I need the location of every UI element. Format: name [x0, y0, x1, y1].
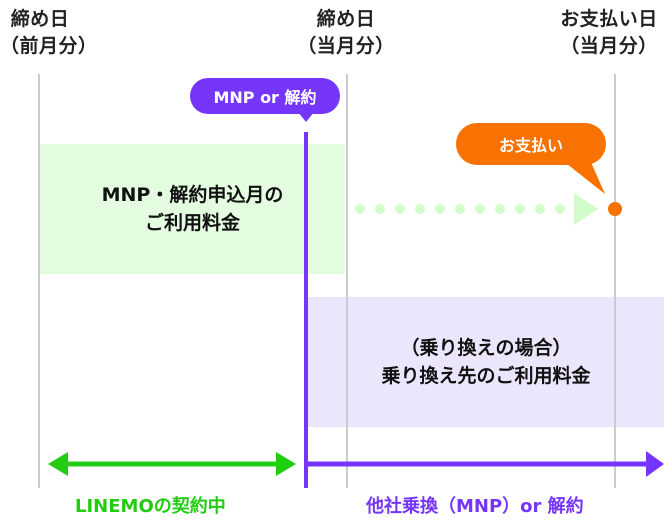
payment-flow-dot	[415, 204, 425, 214]
payment-flow-dot	[555, 204, 565, 214]
payment-flow-dot	[375, 204, 385, 214]
column-label-current-closing: 締め日 （当月分）	[296, 6, 396, 60]
new-carrier-charge-box: （乗り換えの場合） 乗り換え先のご利用料金	[308, 297, 664, 427]
event-bubble: MNP or 解約	[190, 78, 340, 114]
linemo-period-label: LINEMOの契約中	[75, 496, 226, 517]
payment-bubble: お支払い	[456, 123, 606, 165]
payment-flow-dot	[435, 204, 445, 214]
payment-flow-dots	[355, 204, 565, 214]
event-bubble-label: MNP or 解約	[213, 88, 317, 107]
new-carrier-charge-line1: （乗り換えの場合）	[400, 337, 572, 359]
payment-flow-dot	[355, 204, 365, 214]
payment-point-marker	[608, 202, 622, 216]
column-label-title: 締め日	[10, 8, 70, 30]
after-period-arrow-head	[646, 451, 664, 477]
column-label-payment-date: お支払い日 （当月分）	[548, 6, 670, 60]
column-label-subtitle: （当月分）	[297, 35, 395, 57]
linemo-period-arrow-left-head	[48, 452, 68, 476]
linemo-charge-line2: ご利用料金	[144, 212, 240, 234]
linemo-period-arrow-right-head	[276, 452, 296, 476]
payment-flow-dot	[475, 204, 485, 214]
payment-flow-dot	[455, 204, 465, 214]
linemo-charge-line1: MNP・解約申込月の	[101, 184, 284, 206]
timeline-current-closing-line	[346, 74, 348, 488]
payment-bubble-tail	[562, 160, 605, 194]
payment-flow-dot	[535, 204, 545, 214]
after-period-label: 他社乗換（MNP）or 解約	[366, 496, 584, 517]
payment-flow-dot	[515, 204, 525, 214]
column-label-previous-closing: 締め日 （前月分）	[0, 6, 98, 60]
timeline-previous-closing-line	[38, 74, 40, 488]
payment-flow-arrowhead	[574, 193, 598, 225]
timeline-payment-date-line	[614, 74, 616, 488]
column-label-title: 締め日	[316, 8, 376, 30]
column-label-subtitle: （前月分）	[0, 35, 98, 57]
column-label-title: お支払い日	[560, 8, 658, 30]
column-label-subtitle: （当月分）	[560, 35, 658, 57]
payment-bubble-label: お支払い	[498, 136, 563, 155]
payment-flow-dot	[395, 204, 405, 214]
event-bubble-tail	[298, 112, 314, 122]
linemo-charge-box: MNP・解約申込月の ご利用料金	[40, 144, 345, 274]
payment-flow-dot	[495, 204, 505, 214]
new-carrier-charge-line2: 乗り換え先のご利用料金	[381, 365, 591, 387]
event-marker-line	[304, 132, 308, 488]
